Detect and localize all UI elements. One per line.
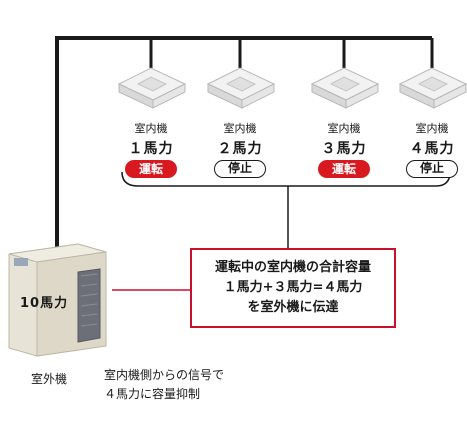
indoor-unit-4-label: 室内機 [415,122,449,135]
outdoor-unit-icon [8,243,107,357]
main-pipe [55,36,432,250]
indoor-unit-3-status-badge: 運転 [318,160,370,178]
indoor-unit-2-label: 室内機 [223,122,257,135]
indoor-unit-1-label: 室内機 [134,122,168,135]
indoor-unit-3-icon [310,67,380,109]
indoor-unit-2-status-badge: 停止 [214,160,266,178]
indoor-unit-2-hp: ２馬力 [217,141,263,157]
outdoor-unit-label: 室外機 [31,372,68,386]
indoor-unit-1-status-badge: 運転 [125,160,177,178]
group-bracket [121,171,451,187]
note-line-2: ４馬力に容量抑制 [104,387,201,401]
info-line-1: 運転中の室内機の合計容量 [214,260,371,275]
indoor-unit-1-icon [117,67,187,109]
indoor-unit-3-hp: ３馬力 [321,141,367,157]
indoor-unit-3-label: 室内機 [327,122,361,135]
capacity-info-box: 運転中の室内機の合計容量 １馬力+３馬力=４馬力 を室外機に伝達 [190,248,396,328]
indoor-unit-4-status-badge: 停止 [406,160,458,178]
info-line-3: を室外機に伝達 [247,300,339,315]
indoor-unit-2-icon [206,67,276,109]
outdoor-unit-hp: 10馬力 [20,296,69,311]
indoor-unit-4-icon [398,67,467,109]
note-line-1: 室内機側からの信号で [104,368,225,382]
indoor-unit-1-hp: １馬力 [128,141,174,157]
info-line-2: １馬力+３馬力=４馬力 [223,280,363,295]
indoor-unit-4-hp: ４馬力 [409,141,455,157]
capacity-note: 室内機側からの信号で ４馬力に容量抑制 [104,366,224,404]
